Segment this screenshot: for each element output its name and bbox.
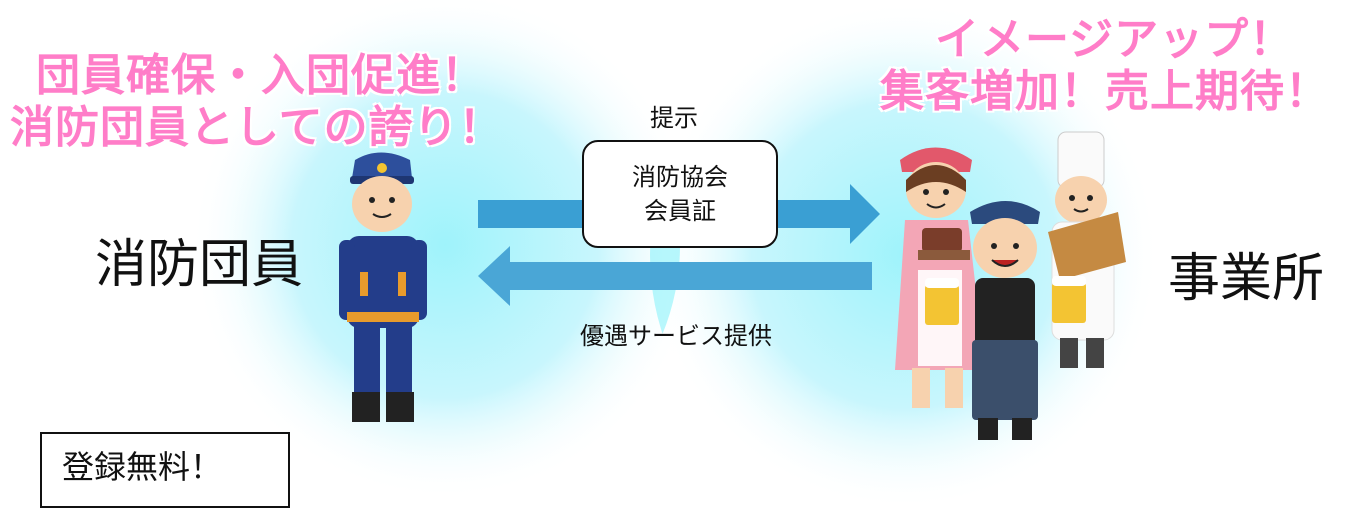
label-present: 提示: [650, 104, 698, 132]
beer-mug-icon: [925, 278, 959, 325]
left-circle: [190, 0, 700, 500]
free-registration-badge: 登録無料！: [40, 432, 290, 508]
label-firefighters: 消防団員: [95, 235, 304, 295]
label-preferential-service: 優遇サービス提供: [580, 322, 772, 350]
arrow-left: [478, 246, 872, 306]
firefighter-icon: [339, 152, 427, 422]
waiter-icon: [925, 201, 1086, 440]
card-line-2: 会員証: [644, 197, 716, 225]
slogan-left-line1: 団員確保・入団促進！: [36, 50, 486, 101]
beer-mug-icon: [1052, 276, 1086, 323]
membership-card: 消防協会 会員証: [582, 140, 778, 248]
label-business: 事業所: [1168, 249, 1325, 309]
slogan-right-line1: イメージアップ！: [935, 14, 1295, 65]
slogan-left-line2: 消防団員としての誇り！: [10, 102, 504, 153]
slogan-right-line2: 集客増加！売上期待！: [880, 66, 1330, 117]
card-line-1: 消防協会: [632, 163, 728, 191]
